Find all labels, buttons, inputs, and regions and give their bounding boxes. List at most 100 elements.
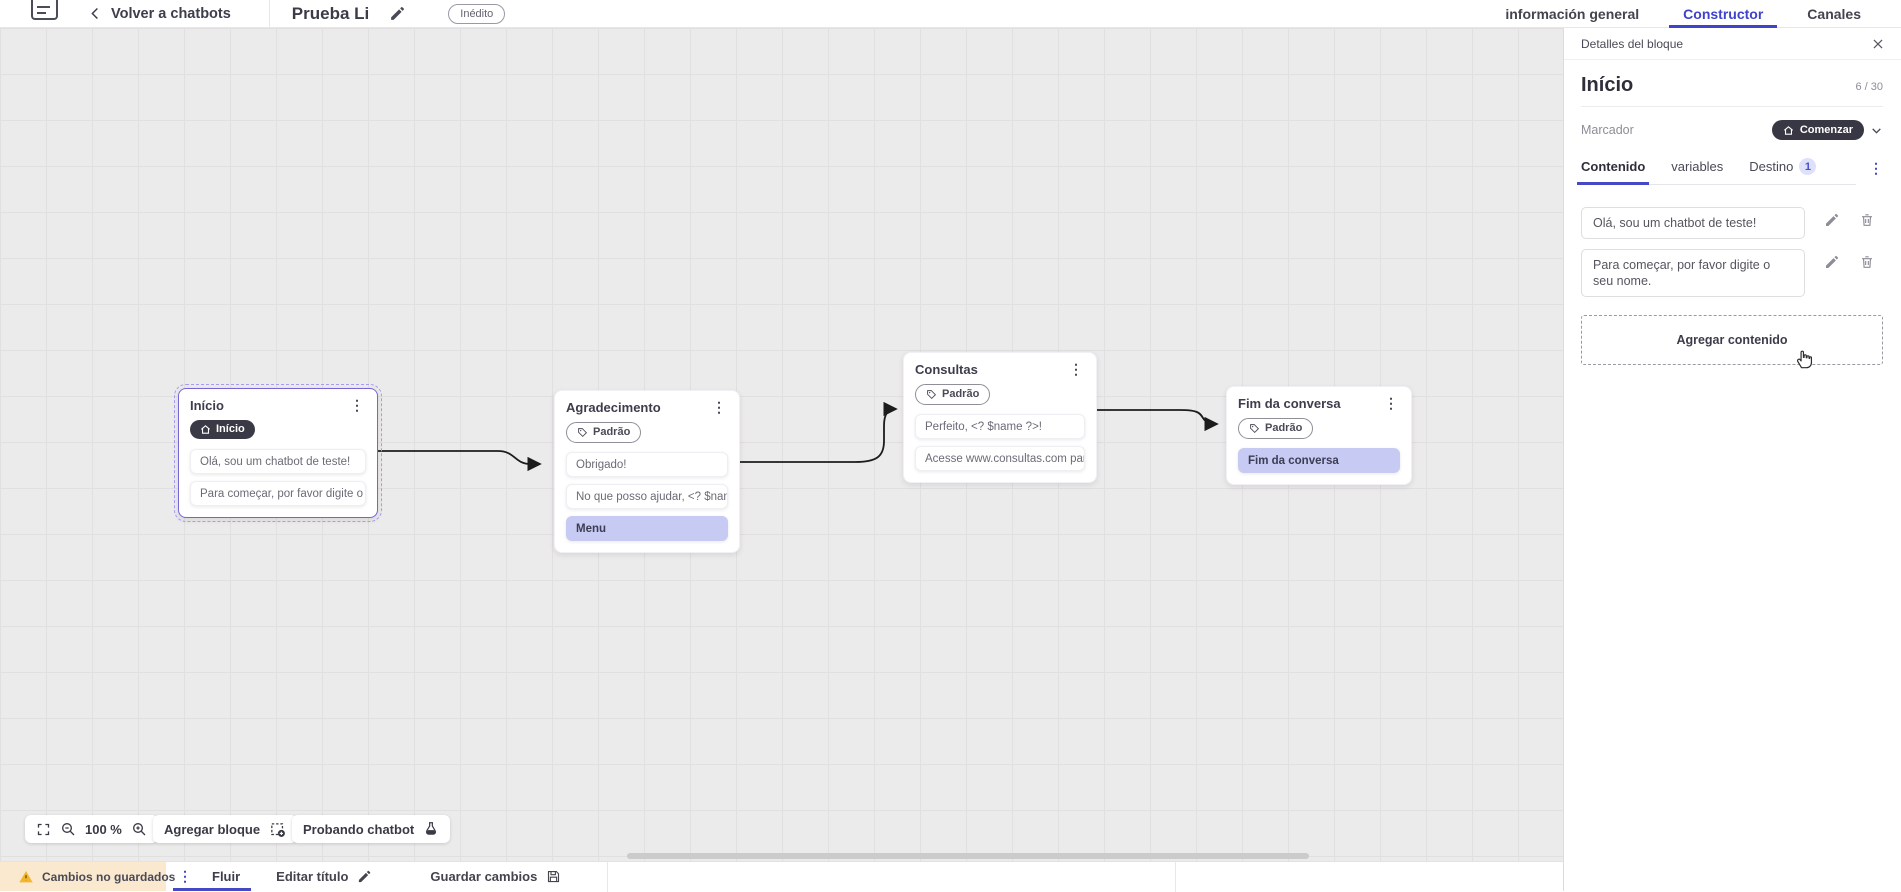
pencil-icon[interactable]: [1824, 212, 1840, 228]
chevron-left-icon: [88, 6, 103, 21]
add-content-button[interactable]: Agregar contenido: [1581, 315, 1883, 365]
test-chatbot-button[interactable]: Probando chatbot: [292, 815, 451, 843]
panel-tabs-menu-icon[interactable]: ⋮: [1869, 160, 1883, 176]
back-label: Volver a chatbots: [111, 5, 231, 22]
pencil-icon[interactable]: [1824, 254, 1840, 270]
flow-tab-fluir[interactable]: ⋮ Fluir: [166, 862, 258, 891]
flow-canvas[interactable]: Início ⋮ Início Olá, sou um chatbot de t…: [0, 28, 1563, 861]
connection-inicio-agradecimento: [378, 450, 542, 472]
panel-title: Detalles del bloque: [1581, 36, 1684, 51]
flow-tab-menu-icon[interactable]: ⋮: [178, 868, 192, 884]
edit-title-button[interactable]: Editar título: [276, 869, 372, 884]
unsaved-changes-chip: Cambios no guardados: [0, 862, 175, 891]
bottombar-divider: [1175, 861, 1177, 892]
flow-block-fim-da-conversa[interactable]: Fim da conversa ⋮ Padrão Fim da conversa: [1226, 386, 1412, 485]
add-block-label: Agregar bloque: [164, 821, 261, 837]
block-menu-icon[interactable]: ⋮: [1069, 361, 1083, 377]
home-icon: [1783, 125, 1794, 136]
tag-icon: [1249, 423, 1260, 434]
trash-icon[interactable]: [1859, 212, 1875, 228]
tag-icon: [926, 389, 937, 400]
flow-block-agradecimento[interactable]: Agradecimento ⋮ Padrão Obrigado! No que …: [554, 390, 740, 553]
content-text[interactable]: Para começar, por favor digite o seu nom…: [1581, 249, 1805, 297]
home-icon: [200, 424, 211, 435]
block-counter: 6 / 30: [1855, 81, 1883, 93]
marker-comenzar-button[interactable]: Comenzar: [1771, 120, 1864, 140]
unsaved-changes-label: Cambios no guardados: [42, 869, 176, 884]
top-bar: Volver a chatbots Prueba Li Inédito info…: [0, 0, 1901, 28]
content-item-row: Olá, sou um chatbot de teste!: [1581, 207, 1883, 239]
tab-label: Destino: [1749, 159, 1794, 174]
block-title: Consultas: [915, 362, 978, 377]
block-tag-padrao: Padrão: [1238, 418, 1314, 439]
block-card[interactable]: Olá, sou um chatbot de teste!: [190, 449, 366, 474]
block-card-menu[interactable]: Menu: [566, 516, 728, 541]
block-tag-inicio: Início: [190, 420, 255, 439]
block-tag-label: Padrão: [593, 426, 631, 438]
block-tag-padrao: Padrão: [566, 422, 642, 443]
content-item-row: Para começar, por favor digite o seu nom…: [1581, 249, 1883, 297]
add-block-button[interactable]: Agregar bloque: [153, 815, 298, 843]
panel-tabs: Contenido variables Destino 1: [1576, 158, 1856, 185]
block-menu-icon[interactable]: ⋮: [1384, 395, 1398, 411]
zoom-out-icon[interactable]: [60, 821, 76, 837]
connection-consultas-fim: [1092, 409, 1219, 432]
marker-label: Marcador: [1581, 123, 1634, 137]
app-logo-icon: [30, 0, 60, 24]
back-to-chatbots[interactable]: Volver a chatbots: [88, 6, 231, 22]
tab-label: variables: [1671, 159, 1724, 174]
chevron-down-icon[interactable]: [1870, 124, 1883, 137]
block-card[interactable]: Obrigado!: [566, 452, 728, 477]
bottombar-divider: [607, 861, 609, 892]
block-tag-label: Padrão: [942, 388, 980, 400]
save-changes-label: Guardar cambios: [430, 869, 538, 884]
fullscreen-icon[interactable]: [36, 822, 51, 837]
flask-icon: [423, 821, 439, 837]
chatbot-title: Prueba Li: [291, 3, 370, 23]
tab-destino[interactable]: Destino 1: [1749, 158, 1817, 184]
tab-constructor[interactable]: Constructor: [1669, 0, 1778, 28]
marker-value: Comenzar: [1799, 124, 1853, 136]
zoom-in-icon[interactable]: [131, 821, 147, 837]
block-details-panel: Detalles del bloque Início 6 / 30 Marcad…: [1563, 28, 1901, 891]
block-title: Início: [190, 398, 224, 413]
connection-agradecimento-consultas: [735, 401, 898, 463]
flow-block-consultas[interactable]: Consultas ⋮ Padrão Perfeito, <? $name ?>…: [903, 352, 1097, 483]
block-tag-padrao: Padrão: [915, 384, 991, 405]
flow-block-inicio[interactable]: Início ⋮ Início Olá, sou um chatbot de t…: [174, 384, 382, 522]
block-card-fim[interactable]: Fim da conversa: [1238, 448, 1400, 473]
topbar-divider: [268, 0, 270, 28]
warning-icon: [18, 869, 34, 885]
block-menu-icon[interactable]: ⋮: [350, 397, 364, 413]
tab-informacion-general[interactable]: información general: [1505, 6, 1640, 22]
tab-variables[interactable]: variables: [1671, 158, 1723, 184]
tab-contenido[interactable]: Contenido: [1576, 158, 1650, 185]
block-tag-label: Início: [216, 423, 245, 435]
close-icon[interactable]: [1871, 37, 1885, 51]
pencil-icon: [357, 869, 372, 884]
block-title: Fim da conversa: [1238, 396, 1341, 411]
block-name-heading: Início: [1581, 74, 1634, 96]
block-tag-label: Padrão: [1265, 422, 1303, 434]
add-block-icon: [269, 821, 286, 838]
top-tabs: información general Constructor Canales: [1505, 0, 1901, 28]
tab-canales[interactable]: Canales: [1807, 6, 1861, 22]
test-chatbot-label: Probando chatbot: [303, 821, 415, 837]
block-menu-icon[interactable]: ⋮: [712, 399, 726, 415]
save-icon: [546, 869, 561, 884]
zoom-toolbar: 100 %: [25, 815, 158, 843]
content-text[interactable]: Olá, sou um chatbot de teste!: [1581, 207, 1805, 239]
block-card[interactable]: No que posso ajudar, <? $name ...: [566, 484, 728, 509]
block-card[interactable]: Perfeito, <? $name ?>!: [915, 414, 1085, 439]
trash-icon[interactable]: [1859, 254, 1875, 270]
bottom-bar: Cambios no guardados ⋮ Fluir Editar títu…: [0, 861, 1563, 892]
block-card[interactable]: Para começar, por favor digite o ...: [190, 481, 366, 506]
edit-title-label: Editar título: [276, 869, 349, 884]
block-card[interactable]: Acesse www.consultas.com par...: [915, 446, 1085, 471]
horizontal-scrollbar[interactable]: [627, 853, 1309, 859]
flow-tab-label: Fluir: [212, 869, 241, 884]
edit-title-icon[interactable]: [389, 5, 406, 22]
save-changes-button[interactable]: Guardar cambios: [430, 869, 561, 884]
tab-label: Contenido: [1581, 159, 1646, 174]
panel-divider: [1581, 106, 1883, 107]
